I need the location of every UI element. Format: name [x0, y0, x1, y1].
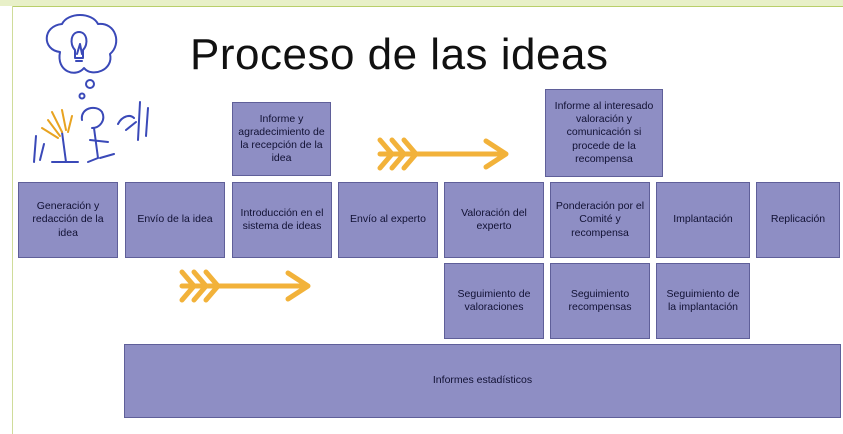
followup-implementation-box: Seguimiento de la implantación — [656, 263, 750, 339]
followup-rewards-box: Seguimiento recompensas — [550, 263, 650, 339]
report-interested-box: Informe al interesado valoración y comun… — [545, 89, 663, 177]
followup-evaluations-box: Seguimiento de valoraciones — [444, 263, 544, 339]
step-expert-evaluation-box: Valoración del experto — [444, 182, 544, 258]
orange-arrow-icon — [179, 269, 311, 303]
step-committee-reward-box: Ponderación por el Comité y recompensa — [550, 182, 650, 258]
page-title: Proceso de las ideas — [190, 30, 609, 79]
step-generation-box: Generación y redacción de la idea — [18, 182, 118, 258]
orange-arrow-icon — [377, 137, 509, 171]
step-system-entry-box: Introducción en el sistema de ideas — [232, 182, 332, 258]
report-receipt-box: Informe y agradecimiento de la recepción… — [232, 102, 331, 176]
statistical-reports-box: Informes estadísticos — [124, 344, 841, 418]
step-send-expert-box: Envío al experto — [338, 182, 438, 258]
left-frame-line — [12, 6, 13, 434]
top-frame-band — [0, 0, 843, 6]
step-replication-box: Replicación — [756, 182, 840, 258]
step-implementation-box: Implantación — [656, 182, 750, 258]
top-frame-line — [12, 6, 843, 7]
lightbulb-thought-sketch-icon — [33, 14, 149, 163]
step-send-idea-box: Envío de la idea — [125, 182, 225, 258]
